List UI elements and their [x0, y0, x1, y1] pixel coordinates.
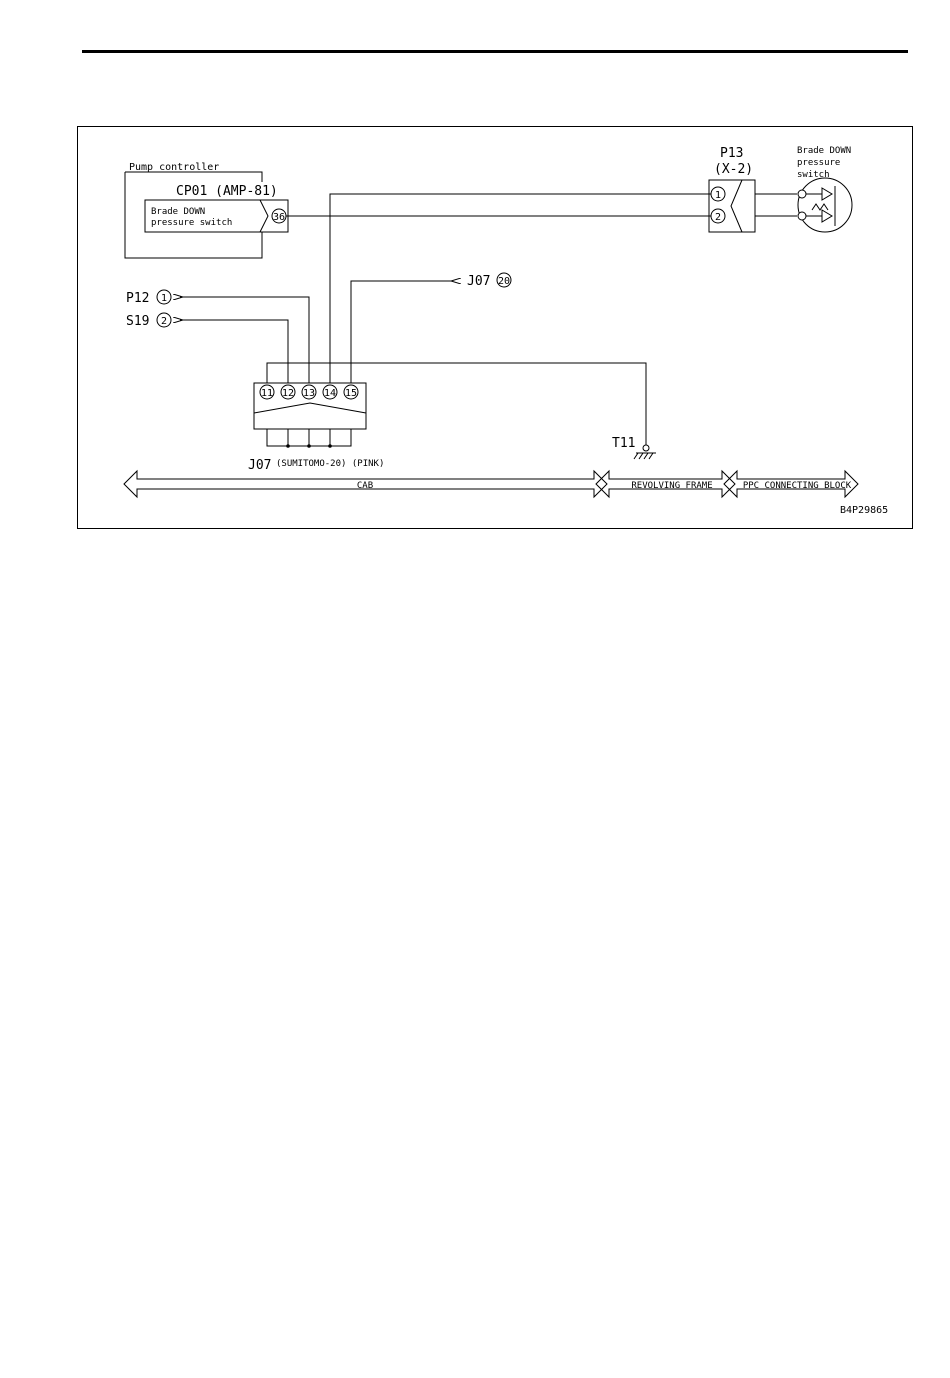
j07-ref-pin: 20 — [498, 276, 510, 287]
p12-ref: P12 1 — [126, 290, 171, 306]
pump-controller-title: Pump controller — [129, 162, 219, 173]
zone-ppc-connecting-block: PPC CONNECTING BLOCK — [743, 481, 852, 491]
j07-pin-11: 11 — [261, 388, 273, 399]
ground-name: T11 — [612, 436, 635, 451]
j07-label: J07 — [248, 458, 271, 473]
cp01-inner-line2: pressure switch — [151, 218, 232, 228]
pressure-switch-line2: pressure — [797, 158, 840, 168]
figure-id: B4P29865 — [840, 505, 888, 516]
pump-controller: Pump controller CP01 (AMP-81) Brade DOWN… — [125, 162, 288, 258]
j07-pin-15: 15 — [345, 388, 357, 399]
cp01-pin-36: 36 — [273, 212, 285, 223]
p13-type: (X-2) — [714, 162, 753, 177]
pressure-switch: Brade DOWN pressure switch — [755, 146, 852, 232]
cp01-label: CP01 (AMP-81) — [176, 184, 278, 199]
pressure-switch-line1: Brade DOWN — [797, 146, 851, 156]
j07-connector: 11 12 13 14 15 J07 (SUMITOMO-20) (PINK) — [248, 383, 384, 473]
s19-pin: 2 — [161, 316, 167, 327]
p13-connector: P13 (X-2) 1 2 — [709, 146, 755, 232]
p13-pin-2: 2 — [715, 212, 721, 223]
p13-pin-1: 1 — [715, 190, 721, 201]
j07-ref-name: J07 — [467, 274, 490, 289]
j07-pin-14: 14 — [324, 388, 336, 399]
zone-cab: CAB — [357, 481, 373, 491]
cp01-inner-line1: Brade DOWN — [151, 207, 205, 217]
s19-name: S19 — [126, 314, 149, 329]
j07-pin-12: 12 — [282, 388, 294, 399]
p12-pin: 1 — [161, 293, 167, 304]
j07-remote-ref: J07 20 — [467, 273, 511, 289]
p12-name: P12 — [126, 291, 149, 306]
j07-pin-13: 13 — [303, 388, 315, 399]
s19-ref: S19 2 — [126, 313, 171, 329]
p13-name: P13 — [720, 146, 743, 161]
zone-revolving-frame: REVOLVING FRAME — [631, 481, 712, 491]
ground-t11: T11 — [612, 436, 656, 459]
j07-spec: (SUMITOMO-20) (PINK) — [276, 459, 384, 469]
